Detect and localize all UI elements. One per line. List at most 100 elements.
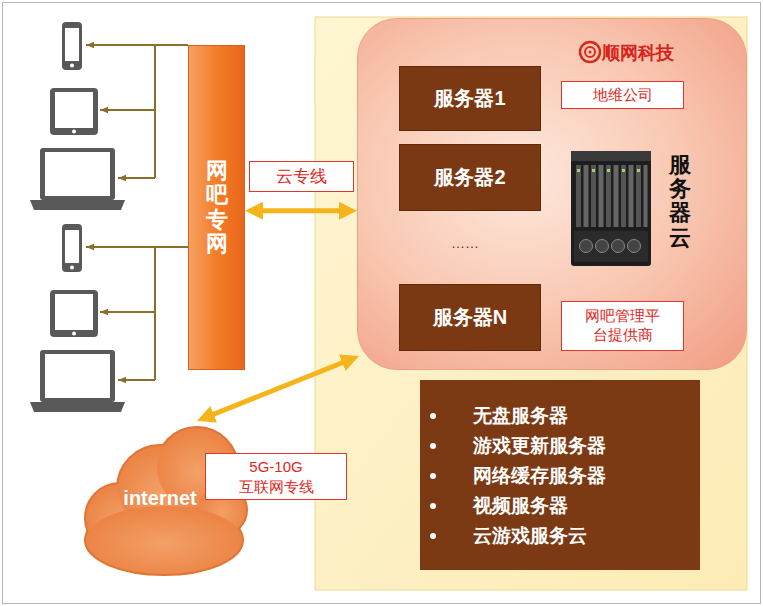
server-rack: [628, 240, 641, 253]
device-icon: [45, 152, 110, 196]
server-rack: [622, 169, 625, 172]
service-list-box: 无盘服务器游戏更新服务器网络缓存服务器视频服务器云游戏服务云: [420, 380, 700, 570]
server-cloud-region: 服务器云 服务器1 地维公司服务器2 服务器N 网吧管理平台提供商 …… 顺网科技: [357, 18, 747, 370]
server-rack: [574, 231, 648, 262]
list-item: 视频服务器: [473, 495, 568, 516]
box-text: 网吧管理平台提供商: [585, 307, 660, 345]
device-icon: [72, 130, 76, 134]
brand-logo-icon: [580, 42, 600, 62]
box-text: 网吧专网: [206, 159, 228, 256]
box-text: 服务器N: [433, 304, 507, 331]
page-frame: [3, 3, 761, 604]
line-label-box: 5G-10G 互联网专线: [205, 453, 347, 500]
service-panel: [315, 17, 747, 590]
list-row: 网络缓存服务器: [420, 461, 700, 491]
server-rack: [576, 165, 581, 227]
region-title: 服务器云: [669, 153, 691, 250]
server-rack: [612, 240, 625, 253]
brand-logo-icon: [585, 47, 595, 57]
server-rack: [629, 165, 634, 227]
server-rack: [596, 240, 609, 253]
server-rack: [644, 165, 648, 227]
device-icon: [40, 148, 115, 200]
device-feed-arrow: [100, 311, 155, 313]
device-icon: [70, 266, 74, 270]
line-label-box: 云专线: [249, 161, 354, 192]
device-feed-arrow: [154, 247, 156, 380]
server-rack: [606, 165, 611, 227]
server-rack: [599, 165, 604, 227]
list-row: 视频服务器: [420, 491, 700, 521]
device-icon: [65, 230, 79, 263]
brand-logo-icon: [580, 42, 600, 62]
ellipsis-mark: ……: [451, 235, 479, 251]
box-text: 服务器1: [434, 85, 505, 112]
server-rack: [580, 240, 593, 253]
list-item: 云游戏服务云: [473, 525, 587, 546]
brand-logo-icon: [589, 51, 592, 54]
device-feed-arrow: [118, 379, 155, 381]
server-rack: [592, 169, 595, 172]
list-item: 无盘服务器: [473, 405, 568, 426]
network-bar: 网吧专网: [188, 45, 245, 370]
bullet-dot: [430, 533, 436, 539]
device-feed-arrow: [100, 109, 155, 111]
device-icon: [50, 290, 98, 337]
cloud-fill: [86, 506, 242, 574]
list-item: 网络缓存服务器: [473, 465, 606, 486]
server-rack: [637, 169, 640, 172]
device-icon: [30, 200, 125, 210]
device-feed-arrow: [86, 44, 188, 46]
line-label: 5G-10G 互联网专线: [226, 457, 326, 496]
server-rack: [571, 151, 651, 266]
brand-name: 顺网科技: [602, 41, 674, 65]
line-label: 云专线: [276, 167, 327, 186]
device-icon: [55, 294, 93, 330]
device-feed-arrow: [86, 45, 188, 380]
device-icon: [55, 92, 93, 128]
device-icon: [30, 22, 125, 412]
bullet-dot: [430, 443, 436, 449]
list-item: 游戏更新服务器: [473, 435, 606, 456]
box-text: internet: [123, 487, 196, 510]
server-rack: [571, 151, 651, 161]
device-feed-arrow: [118, 177, 155, 179]
list-row: 游戏更新服务器: [420, 431, 700, 461]
list-row: 云游戏服务云: [420, 521, 700, 551]
bullet-dot: [430, 413, 436, 419]
device-icon: [72, 332, 76, 336]
device-icon: [62, 22, 82, 70]
box-text: 服务器2: [434, 164, 505, 191]
device-icon: [50, 88, 98, 135]
device-icon: [45, 354, 110, 398]
device-icon: [65, 28, 79, 61]
device-icon: [40, 350, 115, 402]
server-rack: [621, 165, 626, 227]
device-icon: [30, 402, 125, 412]
bullet-dot: [430, 473, 436, 479]
bullet-dot: [430, 503, 436, 509]
server-box: 服务器N: [399, 284, 541, 351]
device-feed-arrow: [86, 247, 188, 380]
server-rack: [636, 165, 641, 227]
owner-tag: 网吧管理平台提供商: [561, 301, 684, 351]
box-text: 地维公司: [593, 86, 653, 105]
owner-tag: 地维公司: [561, 81, 684, 109]
server-rack: [591, 165, 596, 227]
cloud-outline: [86, 428, 246, 574]
server-box: 服务器2: [399, 144, 541, 211]
device-icon: [30, 22, 125, 210]
server-rack: [571, 151, 651, 266]
server-rack: [614, 165, 619, 227]
cloud-fill: [86, 428, 246, 574]
server-rack: [577, 169, 580, 172]
server-box: 服务器1: [399, 66, 541, 131]
device-feed-arrow: [154, 45, 156, 178]
server-rack: [607, 169, 610, 172]
device-icon: [70, 64, 74, 68]
cloud-outline: [86, 506, 242, 574]
list-row: 无盘服务器: [420, 401, 700, 431]
device-feed-arrow: [86, 246, 188, 248]
dedicated-line-arrow: [251, 208, 351, 213]
